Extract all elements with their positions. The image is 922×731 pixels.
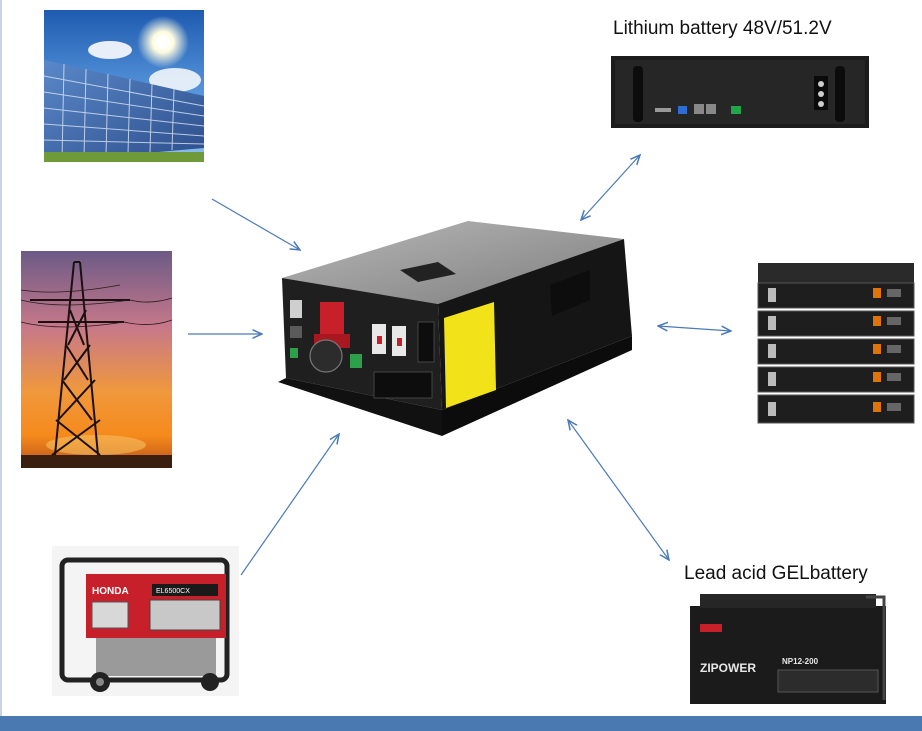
generator-image: HONDA EL6500CX bbox=[52, 546, 239, 696]
arrow-solar-to-inverter bbox=[211, 198, 300, 250]
battery-module bbox=[757, 310, 915, 337]
lithium-battery-label: Lithium battery 48V/51.2V bbox=[613, 18, 832, 39]
battery-module bbox=[757, 282, 915, 309]
diagram-arrows bbox=[188, 155, 731, 576]
battery-module bbox=[757, 366, 915, 393]
arrow-generator-to-inverter bbox=[240, 434, 339, 576]
lithium-rack-battery-image bbox=[611, 56, 869, 128]
lead-acid-battery-label: Lead acid GELbattery bbox=[684, 563, 868, 584]
gel-battery-image: ZIPOWER NP12-200 bbox=[690, 594, 886, 704]
window-frame-bottom bbox=[0, 716, 922, 731]
arrow-inverter-stacked-battery bbox=[658, 326, 731, 331]
battery-module bbox=[757, 394, 915, 424]
power-system-diagram: HONDA EL6500CX bbox=[20, 10, 915, 704]
generator-brand: HONDA bbox=[92, 586, 129, 597]
inverter-image bbox=[278, 221, 632, 436]
generator-model: EL6500CX bbox=[156, 588, 190, 595]
stacked-battery-modules-image bbox=[757, 263, 915, 424]
solar-panel-image bbox=[43, 10, 205, 162]
gel-battery-model: NP12-200 bbox=[782, 657, 819, 666]
window-edge-left bbox=[0, 0, 2, 731]
grid-tower-image bbox=[20, 251, 173, 468]
gel-battery-brand: ZIPOWER bbox=[700, 661, 756, 675]
arrow-inverter-gel-battery bbox=[568, 420, 669, 560]
battery-module bbox=[757, 338, 915, 365]
arrow-inverter-lithium bbox=[581, 155, 640, 220]
